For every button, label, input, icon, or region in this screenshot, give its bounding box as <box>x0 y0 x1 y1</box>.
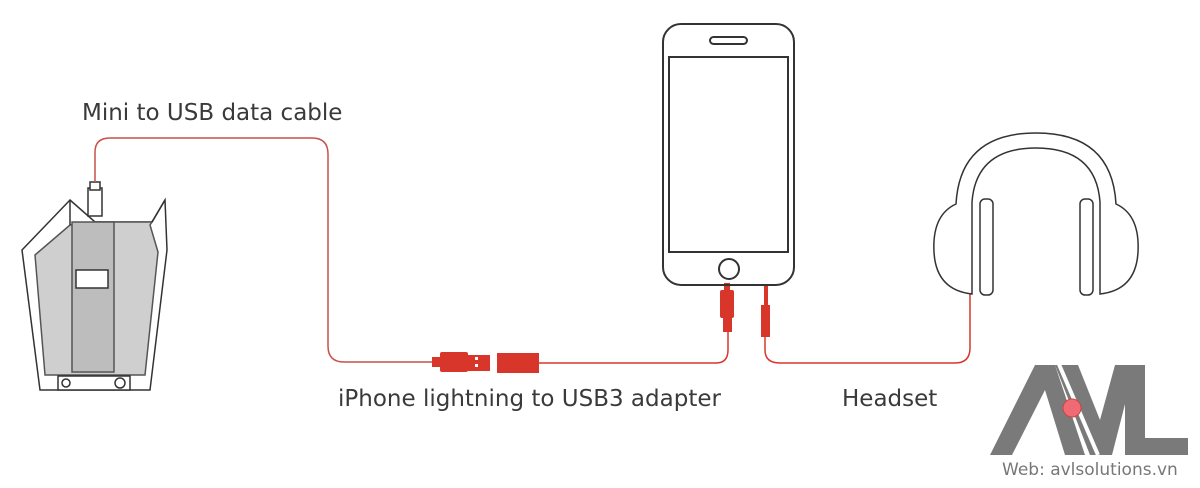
website-text: Web: avlsolutions.vn <box>1002 460 1178 480</box>
lightning-plug-icon <box>720 283 734 332</box>
mini-usb-cable-label: Mini to USB data cable <box>82 100 343 126</box>
headset-cable <box>764 294 971 364</box>
audio-jack-icon <box>761 285 770 337</box>
usb3-adapter-icon <box>497 353 539 373</box>
conference-microphone-icon <box>21 181 168 391</box>
adapter-cable <box>539 330 729 364</box>
mini-usb-cable <box>94 137 440 363</box>
usb-a-plug-icon <box>432 352 490 372</box>
headphones-icon <box>933 132 1139 296</box>
iphone-icon <box>662 23 795 286</box>
lightning-adapter-label: iPhone lightning to USB3 adapter <box>338 386 721 412</box>
headset-label: Headset <box>842 386 938 412</box>
avl-logo <box>990 361 1188 456</box>
